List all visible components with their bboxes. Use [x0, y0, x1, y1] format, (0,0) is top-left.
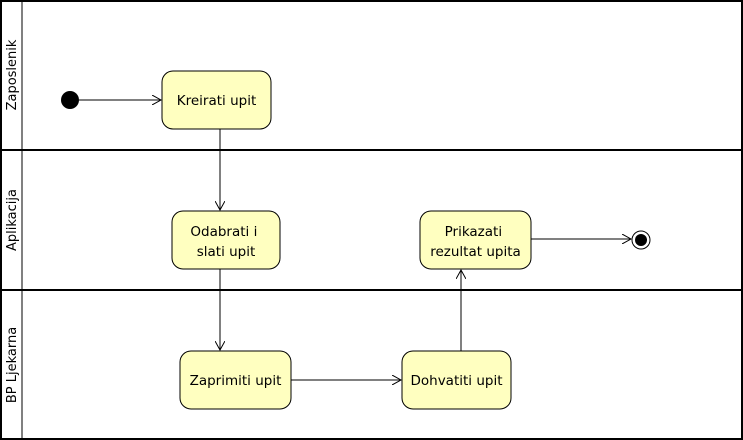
action-text-line: Prikazati	[445, 224, 502, 240]
svg-text:Kreirati upit: Kreirati upit	[177, 93, 257, 109]
action-text-line: Dohvatiti upit	[410, 373, 502, 389]
action-dohvatiti-upit: Dohvatiti upit	[401, 350, 512, 410]
lane-label-zaposlenik: Zaposlenik	[5, 39, 20, 110]
final-node	[631, 230, 651, 250]
lane-label-aplikacija: Aplikacija	[5, 189, 20, 251]
action-text-line: slati upit	[197, 244, 256, 260]
action-odabrati-slati-upit: Odabrati i slati upit	[171, 210, 281, 270]
svg-text:Prikazati rezultat upita: Prikazati rezultat upita	[430, 224, 521, 260]
svg-text:Zaprimiti upit: Zaprimiti upit	[190, 373, 282, 389]
svg-text:Odabrati i slati upit: Odabrati i slati upit	[190, 224, 261, 260]
svg-text:Dohvatiti upit: Dohvatiti upit	[410, 373, 502, 389]
action-text-line: rezultat upita	[430, 244, 521, 260]
action-text-line: Kreirati upit	[177, 93, 257, 109]
action-kreirati-upit: Kreirati upit	[161, 70, 272, 130]
action-prikazati-rezultat-upita: Prikazati rezultat upita	[419, 210, 532, 270]
action-text-line: Zaprimiti upit	[190, 373, 282, 389]
initial-node	[61, 91, 79, 109]
action-zaprimiti-upit: Zaprimiti upit	[179, 350, 292, 410]
lane-label-bp-ljekarna: BP Ljekarna	[5, 327, 20, 403]
action-text-line: Odabrati i	[190, 224, 257, 240]
